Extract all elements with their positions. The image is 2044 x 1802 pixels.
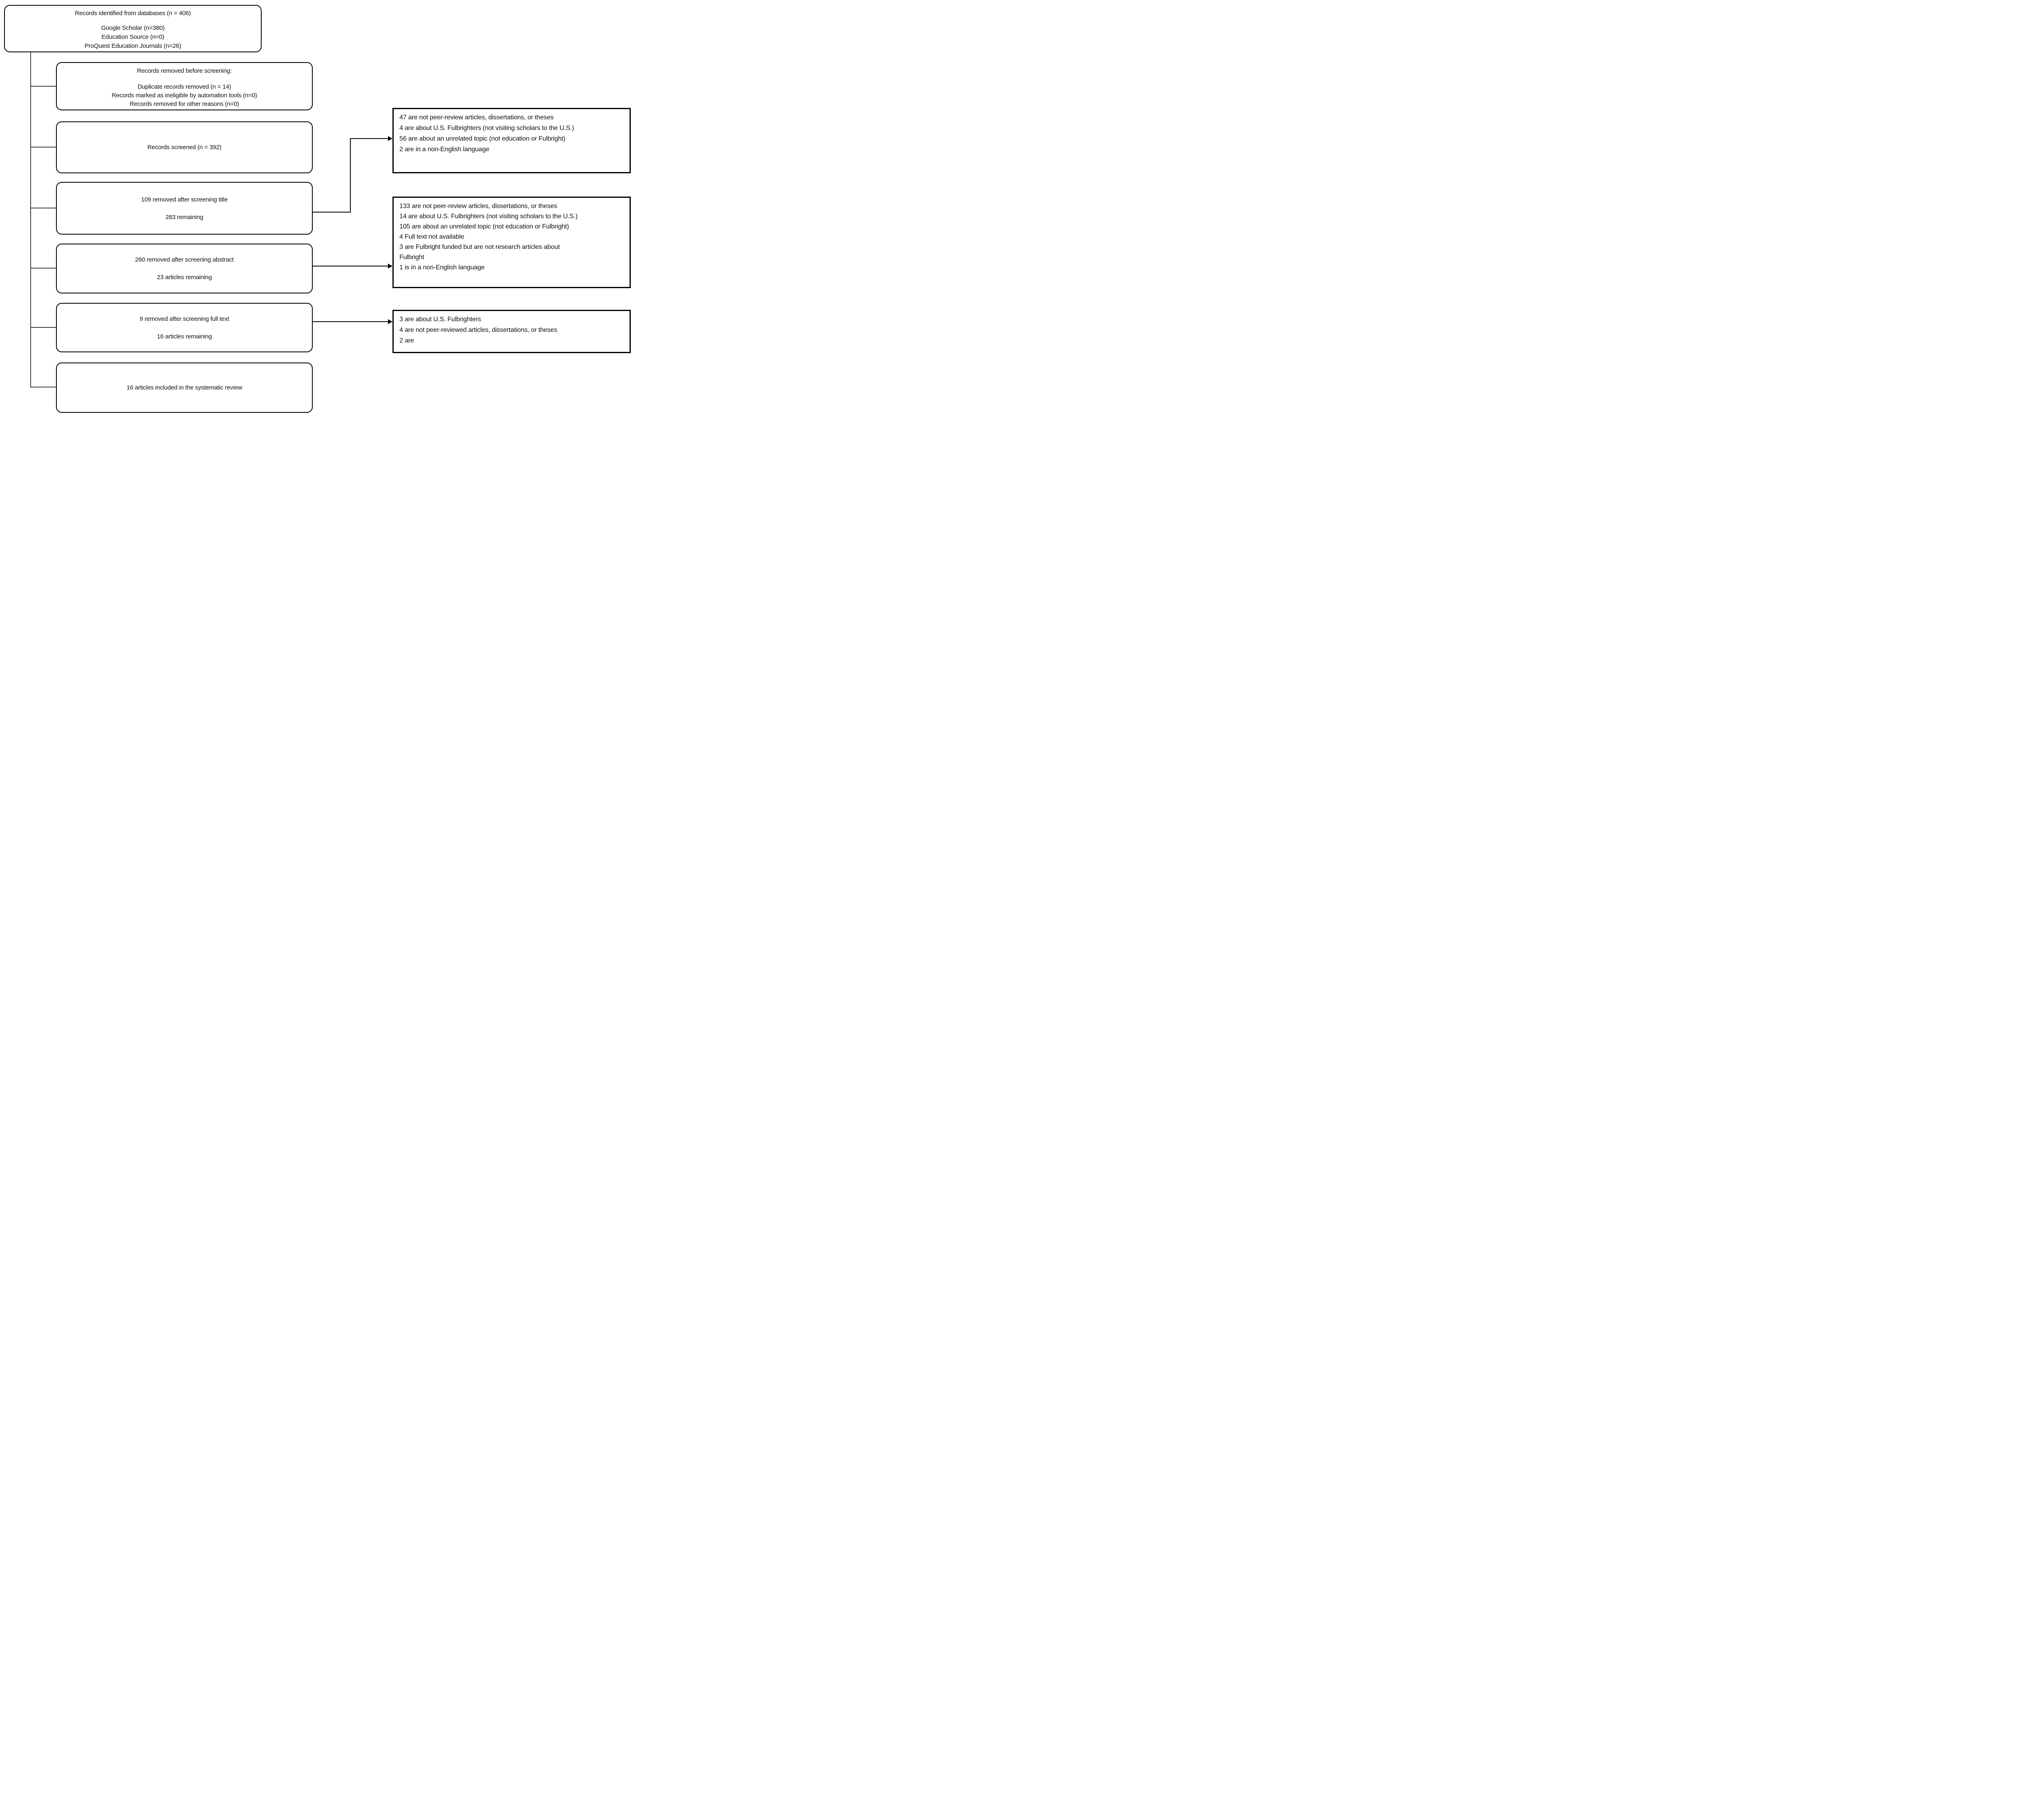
elbow-connector-out — [313, 212, 351, 213]
arrowhead-icon — [388, 264, 392, 269]
exclusion-reason-line: 2 are in a non-English language — [399, 146, 489, 153]
exclusion-reason-line: 56 are about an unrelated topic (not edu… — [399, 135, 566, 142]
included-text: 16 articles included in the systematic r… — [126, 384, 242, 391]
branch-line-abstract-screen — [30, 268, 56, 269]
database-count-line: Education Source (n=0) — [101, 34, 164, 40]
exclusion-reason-line: 4 are not peer-reviewed articles, disser… — [399, 327, 557, 334]
exclusion-reason-line: 133 are not peer-review articles, disser… — [399, 203, 557, 210]
arrowhead-icon — [388, 136, 392, 141]
remaining-count-line: 23 articles remaining — [157, 274, 212, 281]
exclusion-reason-line: 4 Full text not available — [399, 233, 464, 240]
abstract-exclusion-reasons-box: 133 are not peer-review articles, disser… — [392, 197, 631, 288]
identification-box: Records identified from databases (n = 4… — [4, 5, 262, 52]
abstract-screening-box: 260 removed after screening abstract 23 … — [56, 244, 313, 293]
exclusion-reason-line: 1 is in a non-English language — [399, 264, 485, 271]
title-screening-box: 109 removed after screening title 283 re… — [56, 182, 313, 235]
prisma-flow-diagram: Records identified from databases (n = 4… — [0, 0, 632, 414]
exclusion-reason-line: 3 are about U.S. Fulbrighters — [399, 316, 481, 323]
exclusion-reason-line: 14 are about U.S. Fulbrighters (not visi… — [399, 213, 578, 220]
arrowhead-icon — [388, 319, 392, 324]
branch-line-removed-before — [30, 86, 56, 87]
records-removed-before-screening-box: Records removed before screening: Duplic… — [56, 62, 313, 110]
removal-reason-line: Records marked as ineligible by automati… — [112, 92, 257, 99]
records-screened-text: Records screened (n = 392) — [147, 144, 222, 151]
database-count-line: ProQuest Education Journals (n=26) — [84, 43, 182, 49]
records-screened-box: Records screened (n = 392) — [56, 121, 313, 173]
removal-reason-line: Duplicate records removed (n = 14) — [137, 83, 231, 90]
elbow-connector-up — [350, 138, 351, 213]
exclusion-reason-line: 4 are about U.S. Fulbrighters (not visit… — [399, 125, 574, 132]
database-count-line: Google Scholar (n=380) — [101, 25, 165, 31]
removal-reason-line: Records removed for other reasons (n=0) — [130, 101, 239, 107]
identification-title: Records identified from databases (n = 4… — [75, 10, 191, 17]
exclusion-reason-line: 105 are about an unrelated topic (not ed… — [399, 223, 569, 230]
trunk-connector-line — [30, 52, 31, 387]
branch-line-screened — [30, 147, 56, 148]
included-articles-box: 16 articles included in the systematic r… — [56, 363, 313, 413]
remaining-count-line: 283 remaining — [165, 213, 204, 221]
exclusion-reason-line: 3 are Fulbright funded but are not resea… — [399, 244, 560, 261]
removed-before-title: Records removed before screening: — [137, 67, 232, 74]
arrow-line-fulltext-exclusions — [313, 321, 388, 322]
fulltext-exclusion-reasons-box: 3 are about U.S. Fulbrighters 4 are not … — [392, 310, 631, 353]
remaining-count-line: 16 articles remaining — [157, 333, 212, 340]
elbow-connector-in — [350, 138, 388, 139]
exclusion-reason-line: 47 are not peer-review articles, dissert… — [399, 114, 554, 121]
fulltext-screening-box: 9 removed after screening full text 16 a… — [56, 303, 313, 352]
removed-count-line: 260 removed after screening abstract — [135, 256, 234, 263]
branch-line-fulltext-screen — [30, 327, 56, 328]
exclusion-reason-line: 2 are — [399, 337, 414, 344]
removed-count-line: 109 removed after screening title — [141, 196, 228, 203]
removed-count-line: 9 removed after screening full text — [139, 315, 229, 322]
title-exclusion-reasons-box: 47 are not peer-review articles, dissert… — [392, 108, 631, 173]
